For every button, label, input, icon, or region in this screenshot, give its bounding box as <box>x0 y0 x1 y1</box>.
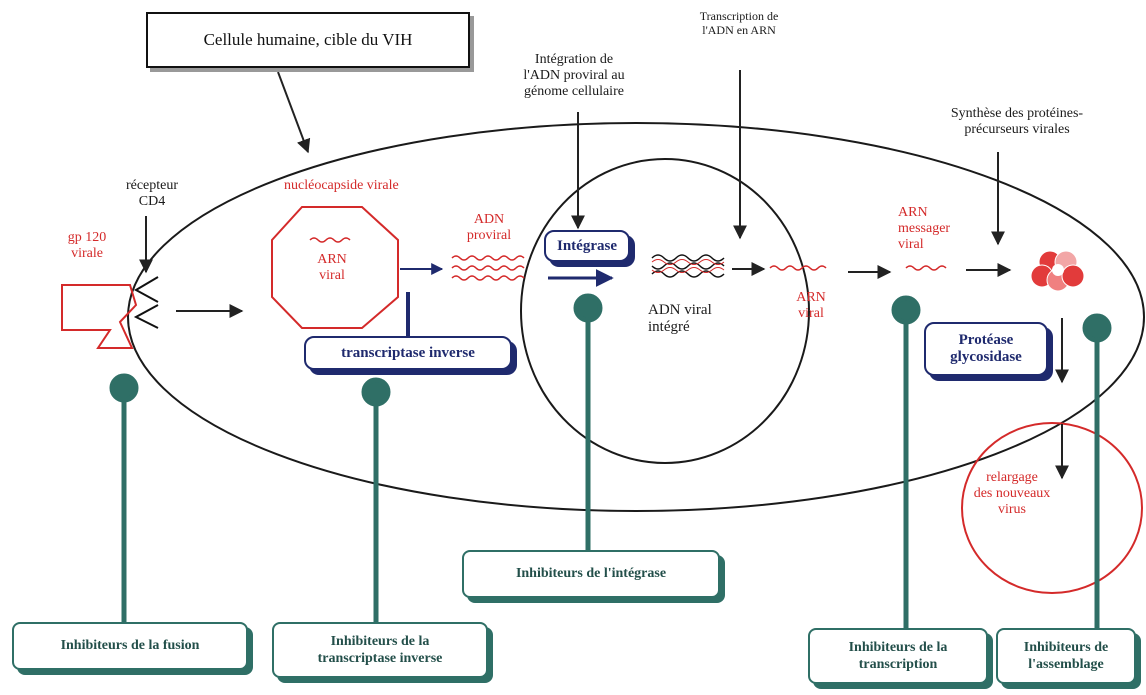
proviral-dna-wave <box>451 255 525 281</box>
label-integration: Intégration de l'ADN proviral au génome … <box>523 52 625 100</box>
label-gp120: gp 120 virale <box>67 230 107 262</box>
released-virus-circle <box>961 422 1143 594</box>
nucleocapsid-octagon <box>271 206 399 329</box>
integrated-dna-helix <box>651 254 725 278</box>
label-relargage: relargage des nouveaux virus <box>973 470 1051 518</box>
label-arn-viral: ARN viral <box>317 252 347 284</box>
cell-membrane <box>127 122 1145 512</box>
pin-integrase-dot <box>573 293 603 323</box>
label-nucleocapside: nucléocapside virale <box>284 178 399 193</box>
enzyme-transcriptase: transcriptase inverse <box>304 336 512 370</box>
label-synthese: Synthèse des protéines- précurseurs vira… <box>950 106 1084 138</box>
enzyme-protease: Protéase glycosidase <box>924 322 1048 376</box>
integrated-dna-red <box>651 259 725 273</box>
inhibitor-integrase: Inhibiteurs de l'intégrase <box>462 550 720 598</box>
label-recepteur: récepteur CD4 <box>125 178 179 210</box>
label-arn-messager: ARN messager viral <box>898 205 951 253</box>
label-adn-proviral: ADN proviral <box>466 212 512 244</box>
gp120-envelope-shape <box>61 284 138 349</box>
pin-transcription-dot <box>891 295 921 325</box>
inhibitor-transcriptase: Inhibiteurs de la transcriptase inverse <box>272 622 488 678</box>
nucleus <box>520 158 810 464</box>
viral-rna-wave <box>309 237 351 243</box>
label-transcription: Transcription de l'ADN en ARN <box>699 9 779 37</box>
inhibitor-assemblage: Inhibiteurs de l'assemblage <box>996 628 1136 684</box>
cd4-receptor-shape <box>133 276 159 329</box>
pin-fusion-dot <box>109 373 139 403</box>
enzyme-integrase: Intégrase <box>544 230 630 262</box>
pin-transcriptase-dot <box>361 377 391 407</box>
diagram-title: Cellule humaine, cible du VIH <box>146 12 470 68</box>
inhibitor-transcription: Inhibiteurs de la transcription <box>808 628 988 684</box>
label-adn-integre: ADN viral intégré <box>648 302 712 336</box>
pin-assemblage-dot <box>1082 313 1112 343</box>
viral-rna-nucleus-wave <box>769 265 827 271</box>
messenger-rna-wave <box>905 265 947 271</box>
label-arn-viral-nucleus: ARN viral <box>796 290 826 322</box>
protein-precursor-cluster <box>1030 250 1085 292</box>
inhibitor-fusion: Inhibiteurs de la fusion <box>12 622 248 670</box>
title-pointer-arrow <box>277 71 311 154</box>
